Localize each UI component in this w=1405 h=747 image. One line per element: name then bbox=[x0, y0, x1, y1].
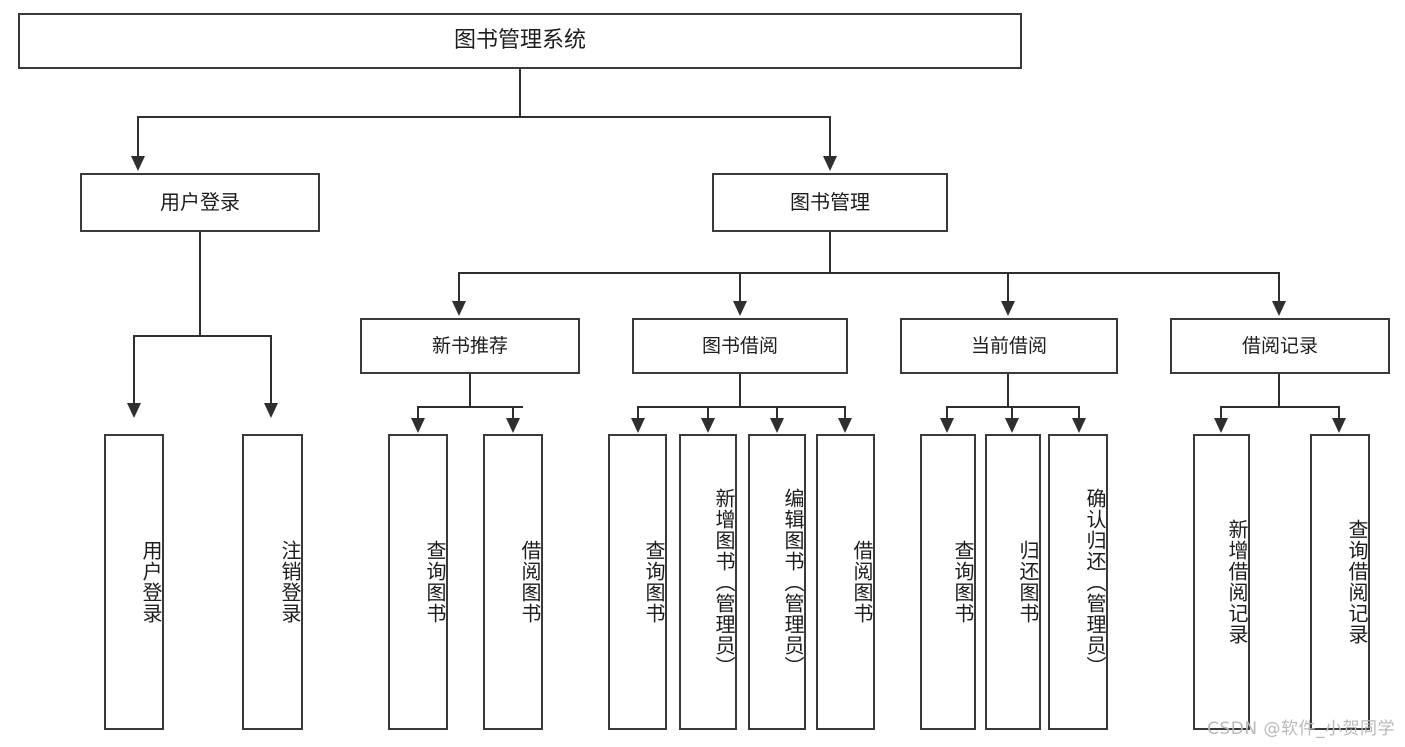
node-label: 归还图书 bbox=[1016, 540, 1040, 624]
node-label: 用户登录 bbox=[160, 189, 240, 214]
connector-to-new-book-recommend bbox=[458, 272, 460, 302]
arrowhead-to-book-management bbox=[823, 156, 837, 171]
connector-book-management-stem bbox=[829, 232, 831, 274]
node-borrow-record[interactable]: 借阅记录 bbox=[1170, 318, 1390, 374]
node-label: 新增借阅记录 bbox=[1225, 519, 1249, 645]
connector-new-book-recommend-bus bbox=[417, 406, 523, 408]
node-leaf-query-book-3[interactable]: 查询图书 bbox=[920, 434, 976, 730]
node-leaf-query-record[interactable]: 查询借阅记录 bbox=[1310, 434, 1370, 730]
node-leaf-query-book-1[interactable]: 查询图书 bbox=[388, 434, 448, 730]
arrowhead-to-leaf-query-book-3 bbox=[940, 418, 954, 433]
connector-new-book-recommend-stem bbox=[469, 374, 471, 408]
arrowhead-to-leaf-borrow-book-2 bbox=[838, 418, 852, 433]
connector-to-book-borrow bbox=[739, 272, 741, 302]
node-leaf-edit-book[interactable]: 编辑图书（管理员） bbox=[748, 434, 806, 730]
arrowhead-to-leaf-user-login bbox=[127, 403, 141, 418]
node-user-login[interactable]: 用户登录 bbox=[80, 173, 320, 232]
node-label: 新增图书（管理员） bbox=[712, 487, 736, 677]
connector-current-borrow-stem bbox=[1007, 374, 1009, 408]
node-leaf-return-book[interactable]: 归还图书 bbox=[985, 434, 1041, 730]
arrowhead-to-leaf-query-book-2 bbox=[631, 418, 645, 433]
connector-borrow-record-bus bbox=[1220, 406, 1340, 408]
node-label: 图书管理系统 bbox=[453, 28, 586, 54]
arrowhead-to-leaf-add-record bbox=[1214, 418, 1228, 433]
connector-to-current-borrow bbox=[1007, 272, 1009, 302]
connector-to-leaf-add-record bbox=[1220, 406, 1222, 420]
arrowhead-to-user-login bbox=[131, 156, 145, 171]
connector-user-login-stem bbox=[199, 232, 201, 336]
connector-to-leaf-user-login bbox=[133, 335, 135, 405]
arrowhead-to-leaf-edit-book bbox=[770, 418, 784, 433]
node-leaf-add-book[interactable]: 新增图书（管理员） bbox=[679, 434, 737, 730]
node-leaf-user-login[interactable]: 用户登录 bbox=[104, 434, 164, 730]
node-label: 编辑图书（管理员） bbox=[781, 487, 805, 677]
connector-user-login-bus bbox=[133, 335, 271, 337]
connector-current-borrow-bus bbox=[946, 406, 1080, 408]
node-leaf-confirm-return[interactable]: 确认归还（管理员） bbox=[1048, 434, 1108, 730]
connector-borrow-record-stem bbox=[1278, 374, 1280, 408]
node-label: 用户登录 bbox=[139, 540, 163, 624]
connector-to-leaf-query-book-1 bbox=[417, 406, 419, 420]
connector-to-leaf-query-book-3 bbox=[946, 406, 948, 420]
connector-root-stem bbox=[519, 69, 521, 117]
arrowhead-to-leaf-query-book-1 bbox=[411, 418, 425, 433]
connector-to-leaf-add-book bbox=[707, 406, 709, 420]
node-current-borrow[interactable]: 当前借阅 bbox=[900, 318, 1118, 374]
connector-to-leaf-borrow-book-2 bbox=[844, 406, 846, 420]
connector-to-leaf-borrow-book-1 bbox=[512, 406, 514, 420]
connector-to-leaf-return-book bbox=[1011, 406, 1013, 420]
arrowhead-to-leaf-user-logout bbox=[264, 403, 278, 418]
arrowhead-to-new-book-recommend bbox=[452, 301, 466, 316]
arrowhead-to-leaf-add-book bbox=[701, 418, 715, 433]
connector-to-user-login bbox=[137, 116, 139, 158]
node-label: 借阅图书 bbox=[850, 540, 874, 624]
node-label: 借阅图书 bbox=[518, 540, 542, 624]
connector-level3-bus bbox=[458, 272, 1280, 274]
node-book-borrow[interactable]: 图书借阅 bbox=[632, 318, 848, 374]
node-label: 查询图书 bbox=[423, 540, 447, 624]
connector-to-leaf-confirm-return bbox=[1078, 406, 1080, 420]
arrowhead-to-leaf-query-record bbox=[1332, 418, 1346, 433]
csdn-watermark: CSDN @软件_小贺同学 bbox=[1207, 719, 1395, 739]
arrowhead-to-current-borrow bbox=[1001, 301, 1015, 316]
connector-to-leaf-query-record bbox=[1338, 406, 1340, 420]
arrowhead-to-borrow-record bbox=[1272, 301, 1286, 316]
connector-to-leaf-edit-book bbox=[776, 406, 778, 420]
node-leaf-borrow-book-1[interactable]: 借阅图书 bbox=[483, 434, 543, 730]
node-label: 当前借阅 bbox=[970, 334, 1047, 357]
node-label: 图书管理 bbox=[790, 189, 870, 214]
connector-book-borrow-stem bbox=[739, 374, 741, 408]
node-label: 注销登录 bbox=[278, 540, 302, 624]
node-leaf-query-book-2[interactable]: 查询图书 bbox=[608, 434, 667, 730]
connector-to-leaf-query-book-2 bbox=[637, 406, 639, 420]
node-label: 查询借阅记录 bbox=[1345, 519, 1369, 645]
node-leaf-add-record[interactable]: 新增借阅记录 bbox=[1193, 434, 1250, 730]
node-book-management[interactable]: 图书管理 bbox=[712, 173, 948, 232]
arrowhead-to-leaf-confirm-return bbox=[1072, 418, 1086, 433]
node-label: 查询图书 bbox=[951, 540, 975, 624]
node-leaf-borrow-book-2[interactable]: 借阅图书 bbox=[816, 434, 875, 730]
node-root-book-management-system[interactable]: 图书管理系统 bbox=[18, 13, 1022, 69]
arrowhead-to-leaf-borrow-book-1 bbox=[506, 418, 520, 433]
connector-to-borrow-record bbox=[1278, 272, 1280, 302]
arrowhead-to-book-borrow bbox=[733, 301, 747, 316]
connector-book-borrow-bus bbox=[637, 406, 845, 408]
node-label: 新书推荐 bbox=[431, 334, 508, 357]
connector-to-book-management bbox=[829, 116, 831, 158]
node-label: 查询图书 bbox=[642, 540, 666, 624]
arrowhead-to-leaf-return-book bbox=[1005, 418, 1019, 433]
node-label: 图书借阅 bbox=[701, 334, 778, 357]
node-label: 确认归还（管理员） bbox=[1083, 487, 1107, 677]
connector-level2-bus bbox=[137, 116, 831, 118]
node-new-book-recommend[interactable]: 新书推荐 bbox=[360, 318, 580, 374]
connector-to-leaf-user-logout bbox=[270, 335, 272, 405]
node-leaf-user-logout[interactable]: 注销登录 bbox=[242, 434, 303, 730]
node-label: 借阅记录 bbox=[1241, 334, 1318, 357]
